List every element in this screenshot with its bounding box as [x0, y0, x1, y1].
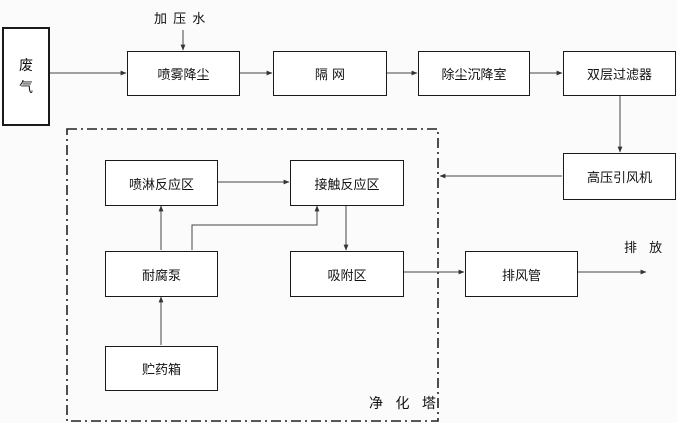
tank-box: 贮药箱 [105, 346, 218, 391]
spray-dust-box: 喷雾降尘 [127, 51, 240, 96]
spray-reaction-box: 喷淋反应区 [105, 160, 218, 206]
adsorption-box: 吸附区 [290, 251, 404, 297]
purification-tower-label: 净 化 塔 [369, 396, 440, 412]
screen-box: 隔 网 [273, 51, 387, 96]
arrow-pump-to-contact [191, 205, 320, 250]
waste-gas-char-2: 气 [19, 79, 33, 96]
settling-chamber-box: 除尘沉降室 [418, 51, 530, 96]
fan-box: 高压引风机 [563, 153, 676, 200]
purification-tower-boundary [66, 128, 439, 422]
double-filter-box: 双层过滤器 [563, 51, 676, 96]
exhaust-pipe-box: 排风管 [465, 251, 578, 297]
pump-box: 耐腐泵 [105, 251, 218, 297]
waste-gas-box: 废 气 [2, 27, 50, 126]
waste-gas-char-1: 废 [19, 57, 33, 74]
pressurized-water-label: 加 压 水 [154, 12, 207, 27]
discharge-label: 排 放 [624, 241, 667, 256]
contact-reaction-box: 接触反应区 [290, 160, 404, 206]
